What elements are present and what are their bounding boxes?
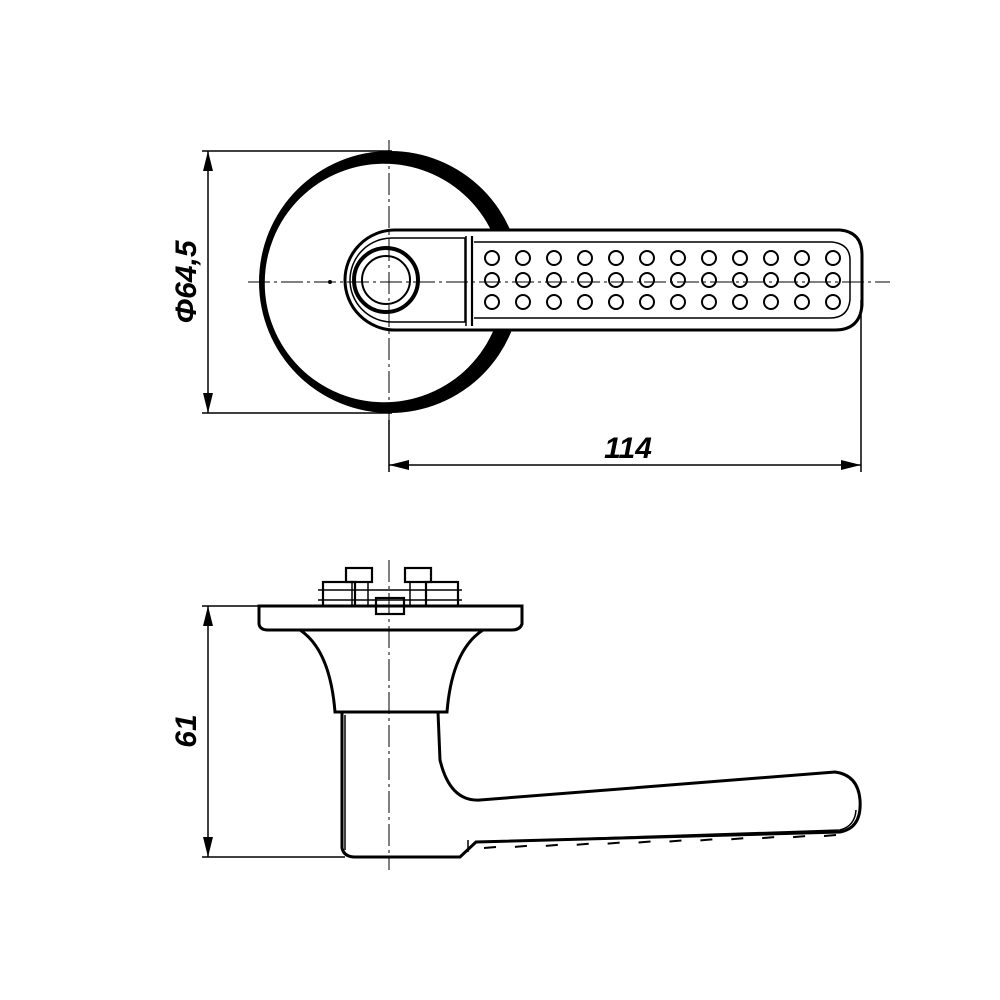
dimension-length-label: 114 xyxy=(604,432,652,465)
top-view: Φ64,5 114 xyxy=(170,140,890,472)
grip-dot xyxy=(732,294,748,310)
grip-dot xyxy=(732,250,748,266)
grip-side-dash xyxy=(731,837,744,841)
dimension-diameter-label: Φ64,5 xyxy=(170,239,203,323)
grip-dot xyxy=(701,272,717,288)
grip-dot xyxy=(608,272,624,288)
grip-dots xyxy=(484,250,841,310)
grip-side-dash xyxy=(545,843,558,847)
dimension-height-label: 61 xyxy=(170,714,203,747)
grip-side-dash xyxy=(793,835,806,839)
lever-top-outline xyxy=(343,228,864,332)
grip-dot xyxy=(701,294,717,310)
grip-dot xyxy=(608,294,624,310)
grip-side-dash xyxy=(823,834,837,837)
screw-nut-right xyxy=(409,581,427,607)
grip-dot xyxy=(825,294,841,310)
center-mark-dot xyxy=(328,280,332,284)
grip-dot xyxy=(732,272,748,288)
len-arrow-right xyxy=(841,460,861,470)
grip-dot xyxy=(670,272,686,288)
grip-side-dash xyxy=(576,842,589,846)
grip-dot xyxy=(577,294,593,310)
grip-dot xyxy=(515,294,531,310)
grip-dot xyxy=(546,250,562,266)
grip-side-dash xyxy=(669,839,682,843)
grip-dot xyxy=(670,250,686,266)
grip-dot xyxy=(515,250,531,266)
dia-arrow-top xyxy=(203,151,213,171)
grip-dot xyxy=(825,272,841,288)
grip-dot xyxy=(546,294,562,310)
grip-dot xyxy=(794,272,810,288)
grip-dot xyxy=(639,272,655,288)
grip-dot xyxy=(577,250,593,266)
grip-dot xyxy=(484,272,500,288)
grip-side-dashes xyxy=(483,834,837,849)
grip-side-dash xyxy=(700,838,713,842)
screw-block-right xyxy=(424,580,460,608)
grip-side-dash xyxy=(514,844,527,848)
grip-side-dash xyxy=(638,840,651,844)
grip-dot xyxy=(515,272,531,288)
grip-side-dash xyxy=(762,836,775,840)
grip-dot xyxy=(608,250,624,266)
grip-side-dash xyxy=(607,841,620,845)
lever-top-inner-outline xyxy=(349,237,466,323)
lever-side-outline xyxy=(340,710,862,859)
rose-neck xyxy=(295,628,489,714)
grip-dot xyxy=(670,294,686,310)
dia-arrow-bottom xyxy=(203,393,213,413)
grip-dot xyxy=(825,250,841,266)
lever-side-grip-edge xyxy=(477,809,857,843)
grip-dot xyxy=(794,294,810,310)
grip-dot xyxy=(701,250,717,266)
grip-dot xyxy=(484,250,500,266)
grip-dot xyxy=(639,294,655,310)
grip-dot xyxy=(639,250,655,266)
grip-dot xyxy=(794,250,810,266)
screw-block-left xyxy=(321,580,357,608)
screw-head-right xyxy=(403,566,433,584)
grip-dot xyxy=(763,250,779,266)
rose-flange xyxy=(257,604,524,632)
len-arrow-left xyxy=(389,460,409,470)
screw-head-left xyxy=(344,566,374,584)
grip-dot xyxy=(763,272,779,288)
height-arrow-bottom xyxy=(203,837,213,857)
grip-dot xyxy=(546,272,562,288)
grip-dot xyxy=(484,294,500,310)
grip-dot xyxy=(577,272,593,288)
grip-side-dash xyxy=(483,846,497,849)
grip-dot xyxy=(763,294,779,310)
spindle-hole xyxy=(361,255,411,305)
height-arrow-top xyxy=(203,606,213,626)
side-view: 61 xyxy=(170,560,862,870)
lever-grip-panel xyxy=(474,241,851,319)
